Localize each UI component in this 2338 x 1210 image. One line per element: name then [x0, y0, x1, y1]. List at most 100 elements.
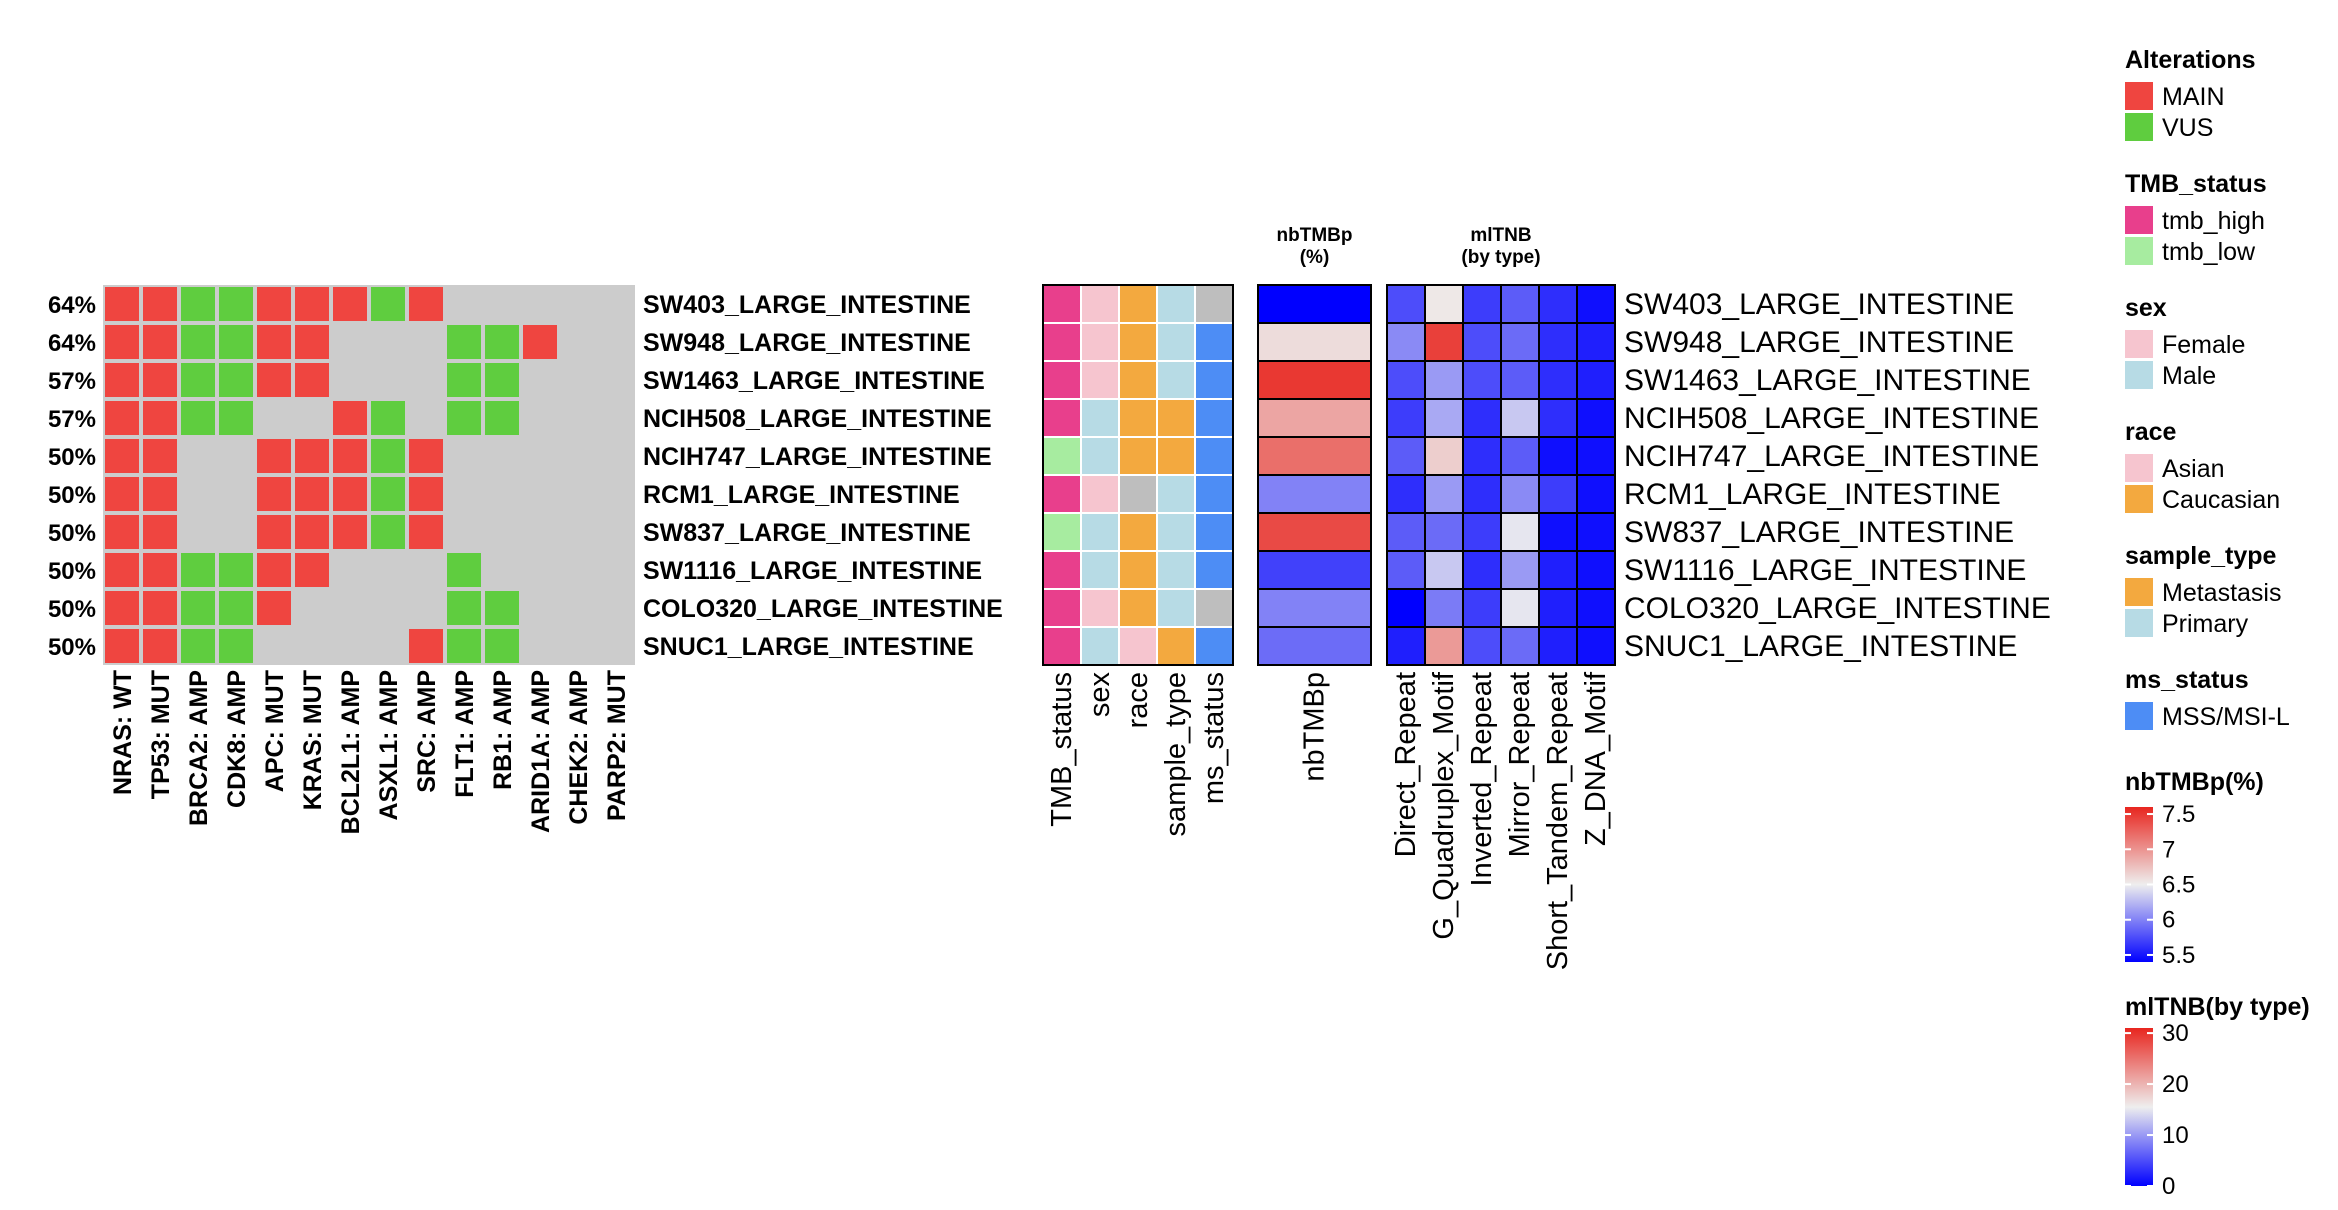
mltnb-cell — [1576, 588, 1616, 628]
annotation-cell — [1156, 398, 1196, 438]
mltnb-cell — [1462, 360, 1502, 400]
mltnb-cell — [1500, 588, 1540, 628]
alteration-cell — [143, 439, 177, 473]
legend-label: Metastasis — [2162, 579, 2281, 607]
alteration-cell — [485, 401, 519, 435]
gene-label: KRAS: MUT — [299, 670, 327, 810]
alteration-cell — [143, 287, 177, 321]
annotation-cell — [1080, 284, 1120, 324]
nbtmbp-cell — [1257, 550, 1372, 590]
mltnb-column-label: Short_Tandem_Repeat — [1542, 672, 1574, 970]
mltnb-cell — [1386, 626, 1426, 666]
legend-swatch — [2125, 237, 2153, 265]
sample-label-left: COLO320_LARGE_INTESTINE — [643, 595, 1003, 623]
alteration-cell — [105, 591, 139, 625]
sample-label-left: SW837_LARGE_INTESTINE — [643, 519, 971, 547]
annotation-column-label: race — [1122, 672, 1154, 728]
alteration-cell — [295, 477, 329, 511]
sample-label-right: SW837_LARGE_INTESTINE — [1624, 516, 2014, 549]
annotation-cell — [1194, 512, 1234, 552]
annotation-cell — [1042, 626, 1082, 666]
annotation-cell — [1194, 360, 1234, 400]
annotation-cell — [1042, 360, 1082, 400]
annotation-cell — [1194, 398, 1234, 438]
alteration-cell — [257, 515, 291, 549]
nbtmbp-cell — [1257, 398, 1372, 438]
alteration-cell — [105, 477, 139, 511]
mltnb-cell — [1538, 398, 1578, 438]
annotation-column-label: sex — [1084, 672, 1116, 718]
legend-swatch — [2125, 702, 2153, 730]
alteration-cell — [105, 439, 139, 473]
colorbar-tick-label: 7 — [2162, 836, 2175, 863]
alteration-cell — [371, 439, 405, 473]
annotation-cell — [1080, 322, 1120, 362]
alteration-cell — [409, 515, 443, 549]
mltnb-cell — [1424, 436, 1464, 476]
annotation-cell — [1042, 474, 1082, 514]
mltnb-cell — [1462, 550, 1502, 590]
sample-label-right: SW1463_LARGE_INTESTINE — [1624, 364, 2031, 397]
nbtmbp-cell — [1257, 284, 1372, 324]
alteration-cell — [143, 515, 177, 549]
gene-label: BCL2L1: AMP — [337, 670, 365, 834]
legend-title: TMB_status — [2125, 170, 2267, 198]
annotation-cell — [1042, 588, 1082, 628]
alteration-cell — [485, 629, 519, 663]
annotation-cell — [1194, 322, 1234, 362]
alteration-cell — [295, 287, 329, 321]
sample-label-right: NCIH747_LARGE_INTESTINE — [1624, 440, 2039, 473]
mltnb-cell — [1500, 550, 1540, 590]
alteration-cell — [219, 363, 253, 397]
alteration-cell — [143, 477, 177, 511]
alteration-cell — [409, 439, 443, 473]
alteration-cell — [485, 325, 519, 359]
legend-title: sample_type — [2125, 542, 2277, 570]
alteration-cell — [219, 553, 253, 587]
annotation-cell — [1156, 588, 1196, 628]
sample-label-left: NCIH747_LARGE_INTESTINE — [643, 443, 992, 471]
nbtmbp-cell — [1257, 436, 1372, 476]
legend-title: race — [2125, 418, 2177, 446]
mltnb-title: (by type) — [1461, 247, 1540, 268]
colorbar-tick-label: 10 — [2162, 1122, 2189, 1149]
annotation-cell — [1080, 398, 1120, 438]
alteration-cell — [181, 553, 215, 587]
mltnb-cell — [1462, 626, 1502, 666]
annotation-cell — [1118, 588, 1158, 628]
gene-label: ASXL1: AMP — [375, 670, 403, 820]
mltnb-cell — [1576, 284, 1616, 324]
gene-label: FLT1: AMP — [451, 670, 479, 798]
mltnb-cell — [1386, 398, 1426, 438]
alteration-cell — [105, 363, 139, 397]
alteration-cell — [143, 325, 177, 359]
annotation-cell — [1156, 512, 1196, 552]
mltnb-cell — [1386, 550, 1426, 590]
alteration-cell — [333, 401, 367, 435]
alteration-cell — [333, 287, 367, 321]
mltnb-cell — [1500, 398, 1540, 438]
mltnb-cell — [1538, 626, 1578, 666]
alteration-cell — [447, 553, 481, 587]
alteration-cell — [447, 629, 481, 663]
legend-swatch — [2125, 361, 2153, 389]
annotation-cell — [1118, 436, 1158, 476]
alteration-cell — [257, 325, 291, 359]
alteration-cell — [485, 591, 519, 625]
alteration-cell — [295, 325, 329, 359]
sample-label-left: NCIH508_LARGE_INTESTINE — [643, 405, 992, 433]
mltnb-cell — [1462, 474, 1502, 514]
colorbar-tick-label: 20 — [2162, 1071, 2189, 1098]
mltnb-cell — [1538, 474, 1578, 514]
mltnb-column-label: Z_DNA_Motif — [1580, 671, 1612, 846]
alteration-cell — [181, 363, 215, 397]
row-percentage: 64% — [48, 330, 96, 357]
alteration-cell — [181, 591, 215, 625]
annotation-cell — [1118, 550, 1158, 590]
alteration-cell — [219, 629, 253, 663]
alteration-cell — [257, 439, 291, 473]
row-percentage: 57% — [48, 368, 96, 395]
mltnb-cell — [1386, 284, 1426, 324]
annotation-cell — [1156, 360, 1196, 400]
